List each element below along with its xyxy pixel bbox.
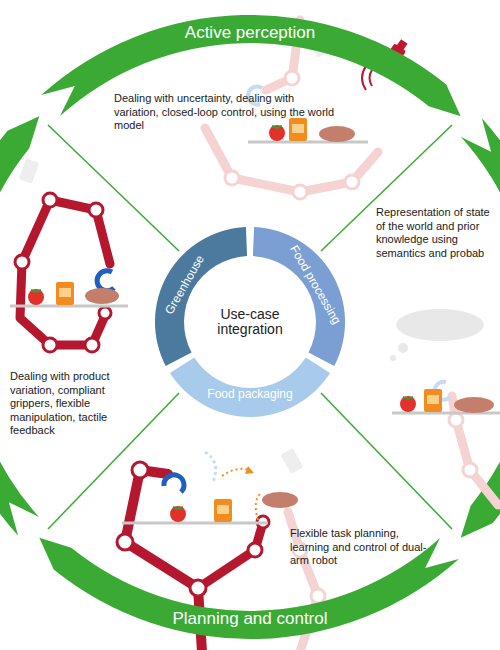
tomato-stem bbox=[272, 126, 282, 128]
use-case-segment-fill bbox=[155, 227, 247, 366]
quadrant-note: Dealing with product variation, complian… bbox=[10, 370, 132, 438]
thought-cloud bbox=[396, 309, 484, 341]
packet-label bbox=[217, 505, 229, 514]
tomato bbox=[400, 396, 416, 412]
packet bbox=[289, 118, 307, 141]
thought-cloud bbox=[398, 343, 408, 353]
node-text: Planning and control bbox=[172, 610, 327, 629]
tomato bbox=[170, 506, 186, 522]
node-text: Food packaging bbox=[207, 388, 292, 401]
divider-line bbox=[48, 125, 179, 251]
faded-joint bbox=[463, 463, 477, 477]
thought-cloud bbox=[390, 355, 396, 361]
use-case-segment: Greenhouse bbox=[155, 227, 248, 367]
quadrant-note: Representation of state of the world and… bbox=[376, 206, 500, 260]
robot-joint bbox=[89, 203, 103, 217]
robot-joint bbox=[248, 543, 262, 557]
cycle-band-fill bbox=[39, 538, 459, 639]
faded-joint bbox=[449, 413, 463, 427]
shelf bbox=[122, 522, 268, 525]
packet bbox=[424, 389, 442, 412]
use-case-segment-shape bbox=[169, 356, 331, 418]
use-case-segment-fill bbox=[170, 358, 330, 417]
robot-joint bbox=[15, 255, 29, 269]
motion-arrow bbox=[256, 492, 262, 520]
meat bbox=[262, 492, 298, 508]
faded-joint bbox=[345, 175, 359, 189]
sensor-device bbox=[396, 39, 407, 50]
faded-camera bbox=[19, 158, 40, 183]
shelf bbox=[248, 141, 368, 144]
packet-label bbox=[427, 395, 439, 404]
robot-joint bbox=[43, 193, 57, 207]
faded-gripper bbox=[205, 452, 216, 482]
tomato bbox=[28, 289, 44, 305]
robot-joint bbox=[85, 338, 99, 352]
gripper bbox=[97, 271, 114, 291]
packet-label bbox=[292, 124, 304, 133]
robot-joint bbox=[43, 338, 57, 352]
tomato-stem bbox=[403, 397, 413, 399]
quadrant-note: Flexible task planning, learning and con… bbox=[290, 527, 430, 568]
robot-joint bbox=[99, 307, 111, 319]
robot-joint bbox=[132, 462, 148, 478]
packet-label bbox=[59, 288, 71, 297]
robot-arm bbox=[22, 200, 110, 264]
faded-camera bbox=[280, 448, 303, 474]
use-case-segment-fill bbox=[253, 227, 345, 366]
center-label: Use-case integration bbox=[195, 292, 305, 352]
use-case-segment: Food packaging bbox=[169, 356, 331, 418]
gripper bbox=[164, 475, 184, 492]
robot-arm bbox=[20, 262, 104, 345]
use-case-segment: Food processing bbox=[252, 227, 345, 367]
node-text: Use-case integration bbox=[200, 307, 300, 338]
faded-joint bbox=[311, 589, 325, 603]
meat bbox=[319, 126, 355, 142]
faded-joint bbox=[285, 71, 299, 85]
node-text: Active perception bbox=[185, 24, 315, 43]
motion-arrow-head bbox=[245, 466, 254, 474]
tomato-stem bbox=[173, 507, 183, 509]
faded-joint bbox=[225, 171, 239, 185]
meat bbox=[454, 397, 494, 413]
robot-arm bbox=[198, 526, 262, 588]
quadrant-note: Dealing with uncertainty, dealing with v… bbox=[114, 92, 339, 133]
tomato-stem bbox=[31, 290, 41, 292]
tomato bbox=[269, 125, 285, 141]
packet bbox=[214, 499, 232, 522]
robot-joint bbox=[117, 534, 133, 550]
cycle-band: Planning and control bbox=[39, 538, 460, 640]
packet bbox=[56, 282, 74, 305]
meat bbox=[85, 288, 119, 304]
robot-joint bbox=[190, 580, 206, 596]
faded-joint bbox=[293, 185, 307, 199]
